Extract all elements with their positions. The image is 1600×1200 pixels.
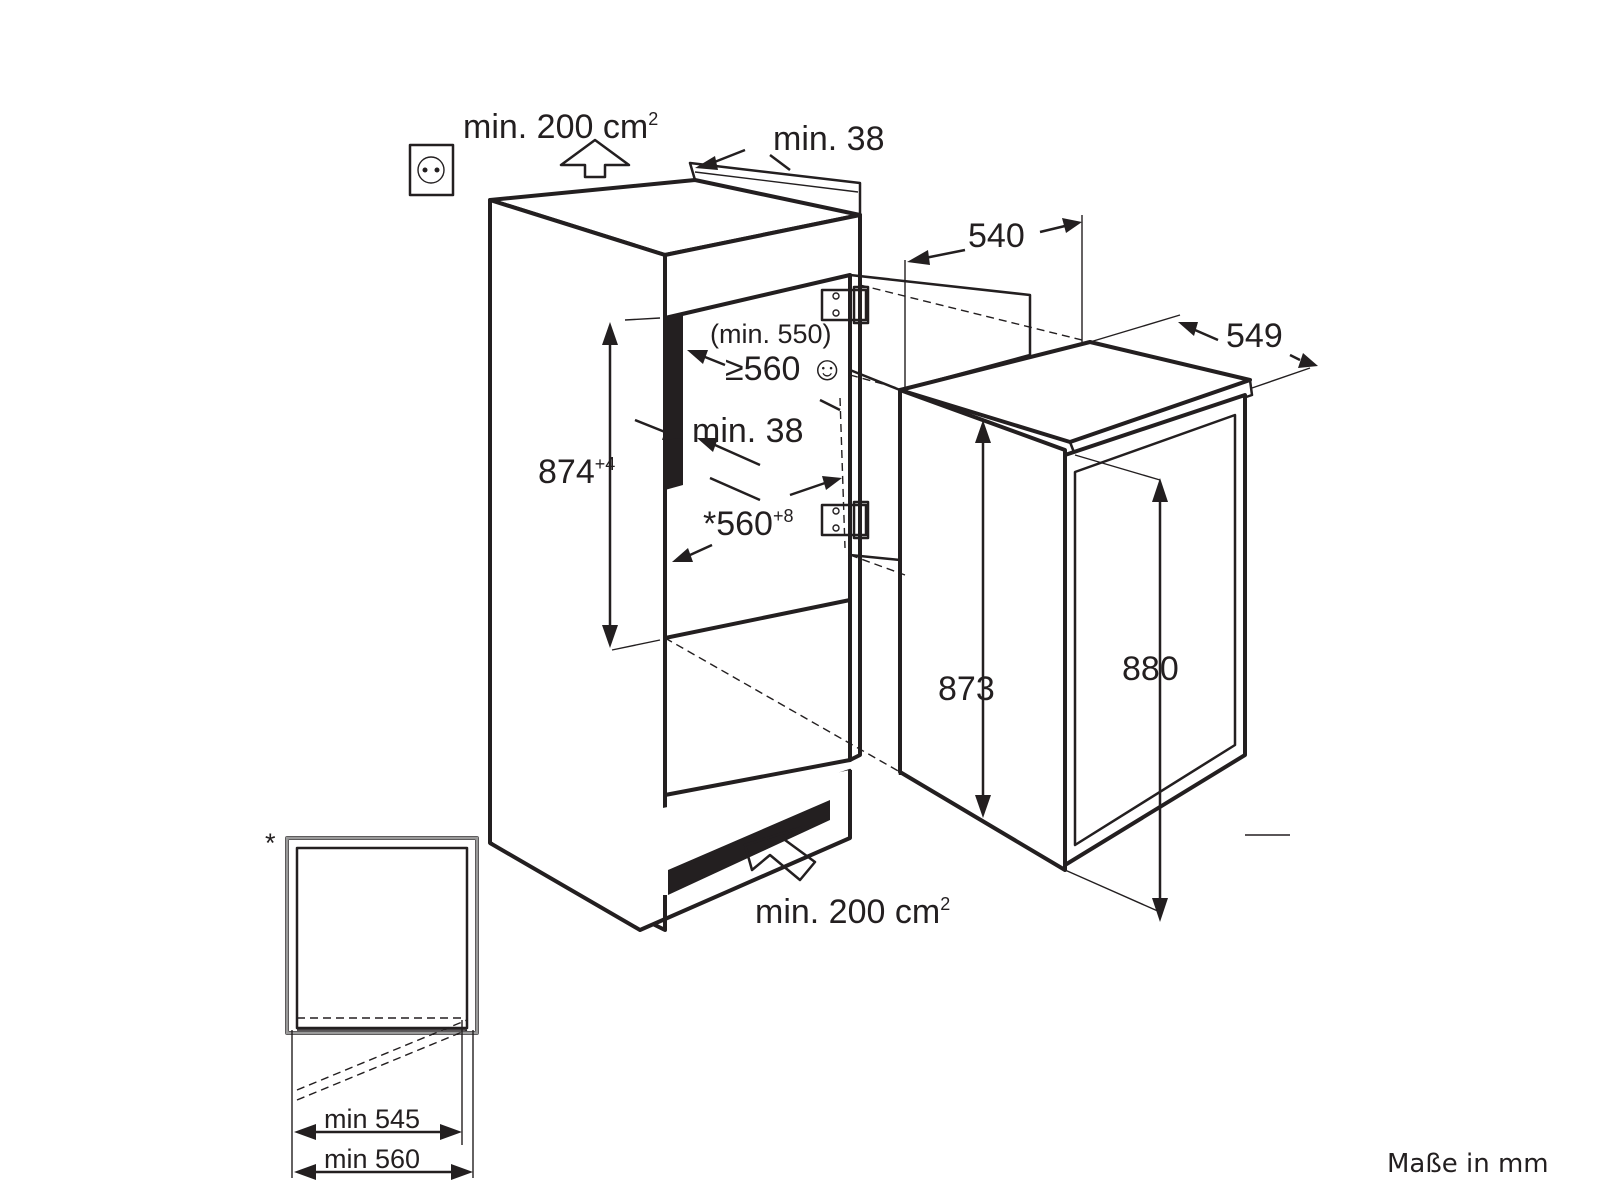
gap-top-label: min. 38 bbox=[773, 120, 885, 158]
vent-in-arrow-icon bbox=[743, 826, 817, 882]
dimension-lines bbox=[602, 148, 1318, 922]
appliance-body bbox=[898, 340, 1254, 872]
units-note: Maße in mm bbox=[1387, 1149, 1549, 1179]
niche-depth-min-label: (min. 550) bbox=[710, 319, 832, 349]
depth-540-label: 540 bbox=[968, 217, 1025, 255]
niche-height-label: 874+4 bbox=[538, 453, 615, 491]
hinge-upper-icon bbox=[820, 285, 870, 325]
vent-bottom-label: min. 200 cm2 bbox=[755, 893, 950, 931]
inset-min-560-label: min 560 bbox=[324, 1144, 420, 1174]
vent-up-arrow-icon bbox=[559, 138, 631, 179]
projection-lines bbox=[611, 215, 1311, 913]
vent-top-label: min. 200 cm2 bbox=[463, 108, 658, 146]
gap-inner-label: min. 38 bbox=[692, 412, 804, 450]
niche-width-label: *560+8 bbox=[703, 505, 794, 543]
depth-549-label: 549 bbox=[1226, 317, 1283, 355]
cabinet-niche bbox=[488, 161, 862, 932]
niche-depth-label: ≥560 ☺ bbox=[725, 350, 845, 388]
inset-marker: * bbox=[265, 828, 276, 858]
height-880-label: 880 bbox=[1122, 650, 1179, 688]
inset-top-view bbox=[285, 836, 479, 1180]
wall-socket-icon bbox=[408, 143, 455, 197]
height-873-label: 873 bbox=[938, 670, 995, 708]
inset-min-545-label: min 545 bbox=[324, 1104, 420, 1134]
